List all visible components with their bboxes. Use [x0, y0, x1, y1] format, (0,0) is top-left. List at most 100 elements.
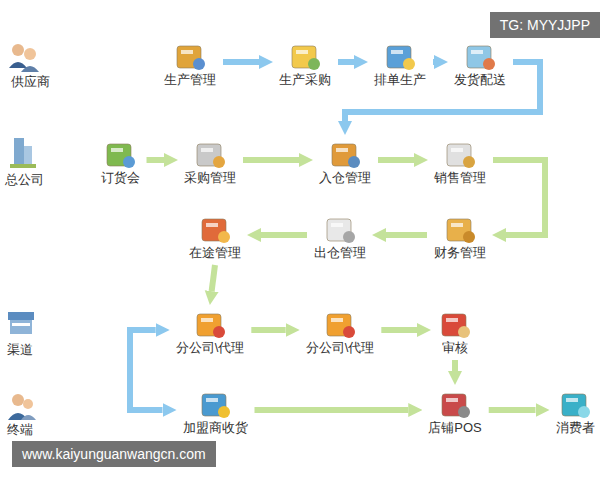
icon-badge: [483, 58, 495, 70]
icon-detail: [451, 148, 463, 152]
step-label: 店铺POS: [425, 420, 484, 436]
icon-detail: [566, 398, 578, 402]
flow-arrow: [493, 160, 545, 235]
process-step: 消费者: [553, 388, 598, 436]
icon-detail: [201, 148, 213, 152]
step-icon: [557, 388, 593, 420]
step-label: 加盟商收货: [180, 420, 251, 436]
step-icon: [287, 40, 323, 72]
step-icon: [442, 138, 478, 170]
step-label: 生产采购: [276, 72, 334, 88]
step-label: 分公司\代理: [303, 340, 378, 356]
process-step: 发货配送: [451, 40, 509, 88]
icon-detail: [206, 223, 218, 227]
step-icon: [172, 40, 208, 72]
flow-arrow: [345, 62, 540, 121]
icon-badge: [348, 156, 360, 168]
icon-detail: [296, 50, 308, 54]
process-step: 审核: [434, 308, 476, 356]
watermark: TG: MYYJJPP: [490, 12, 600, 38]
icon-detail: [331, 223, 343, 227]
icon-badge: [578, 406, 590, 418]
flow-arrow: [130, 330, 163, 410]
process-step: 分公司\代理: [173, 308, 248, 356]
process-step: 入仓管理: [316, 138, 374, 186]
flow-arrow: [261, 232, 307, 238]
icon-badge: [123, 156, 135, 168]
step-icon: [437, 308, 473, 340]
step-icon: [197, 213, 233, 245]
process-step: 生产管理: [161, 40, 219, 88]
step-label: 出仓管理: [311, 245, 369, 261]
flow-arrow: [212, 265, 215, 291]
step-icon: [192, 308, 228, 340]
flow-arrow: [381, 327, 417, 333]
step-icon: [197, 388, 233, 420]
step-icon: [437, 388, 473, 420]
step-label: 消费者: [553, 420, 598, 436]
step-label: 发货配送: [451, 72, 509, 88]
flow-arrow: [251, 327, 285, 333]
icon-detail: [336, 148, 348, 152]
process-step: 订货会: [98, 138, 143, 186]
icon-badge: [403, 58, 415, 70]
row-label: 渠道: [7, 342, 33, 358]
process-step: 在途管理: [186, 213, 244, 261]
step-icon: [192, 138, 228, 170]
process-step: 店铺POS: [425, 388, 484, 436]
step-icon: [382, 40, 418, 72]
process-step: 加盟商收货: [180, 388, 251, 436]
icon-badge: [343, 326, 355, 338]
flow-arrow: [386, 232, 427, 238]
supplier-icon: [9, 44, 39, 72]
watermark: www.kaiyunguanwangcn.com: [12, 441, 216, 467]
step-label: 入仓管理: [316, 170, 374, 186]
flow-arrow: [147, 157, 165, 163]
icon-detail: [446, 318, 458, 322]
step-icon: [462, 40, 498, 72]
row-label: 供应商: [11, 74, 50, 90]
process-step: 生产采购: [276, 40, 334, 88]
icon-detail: [331, 318, 343, 322]
icon-badge: [458, 406, 470, 418]
icon-detail: [111, 148, 123, 152]
step-icon: [102, 138, 138, 170]
icon-badge: [218, 231, 230, 243]
step-label: 在途管理: [186, 245, 244, 261]
process-step: 财务管理: [431, 213, 489, 261]
step-label: 财务管理: [431, 245, 489, 261]
process-step: 分公司\代理: [303, 308, 378, 356]
process-step: 排单生产: [371, 40, 429, 88]
icon-detail: [181, 50, 193, 54]
flow-arrow: [378, 157, 414, 163]
icon-detail: [206, 398, 218, 402]
flow-arrow: [255, 407, 409, 413]
step-label: 订货会: [98, 170, 143, 186]
flow-arrow: [338, 59, 354, 65]
flow-arrow: [433, 59, 434, 65]
step-icon: [322, 308, 358, 340]
flow-arrow: [452, 360, 458, 371]
icon-badge: [213, 156, 225, 168]
step-label: 销售管理: [431, 170, 489, 186]
step-label: 审核: [434, 340, 476, 356]
icon-badge: [463, 231, 475, 243]
step-label: 排单生产: [371, 72, 429, 88]
step-icon: [327, 138, 363, 170]
terminal-icon: [8, 394, 36, 420]
icon-detail: [446, 398, 458, 402]
step-label: 生产管理: [161, 72, 219, 88]
icon-badge: [458, 326, 470, 338]
channel-icon: [8, 312, 34, 334]
icon-badge: [218, 406, 230, 418]
row-label: 总公司: [5, 172, 44, 188]
icon-detail: [391, 50, 403, 54]
icon-detail: [471, 50, 483, 54]
flow-arrow: [223, 59, 259, 65]
row-label: 终端: [7, 422, 33, 438]
process-step: 采购管理: [181, 138, 239, 186]
process-step: 销售管理: [431, 138, 489, 186]
step-icon: [322, 213, 358, 245]
flow-arrow: [489, 407, 536, 413]
